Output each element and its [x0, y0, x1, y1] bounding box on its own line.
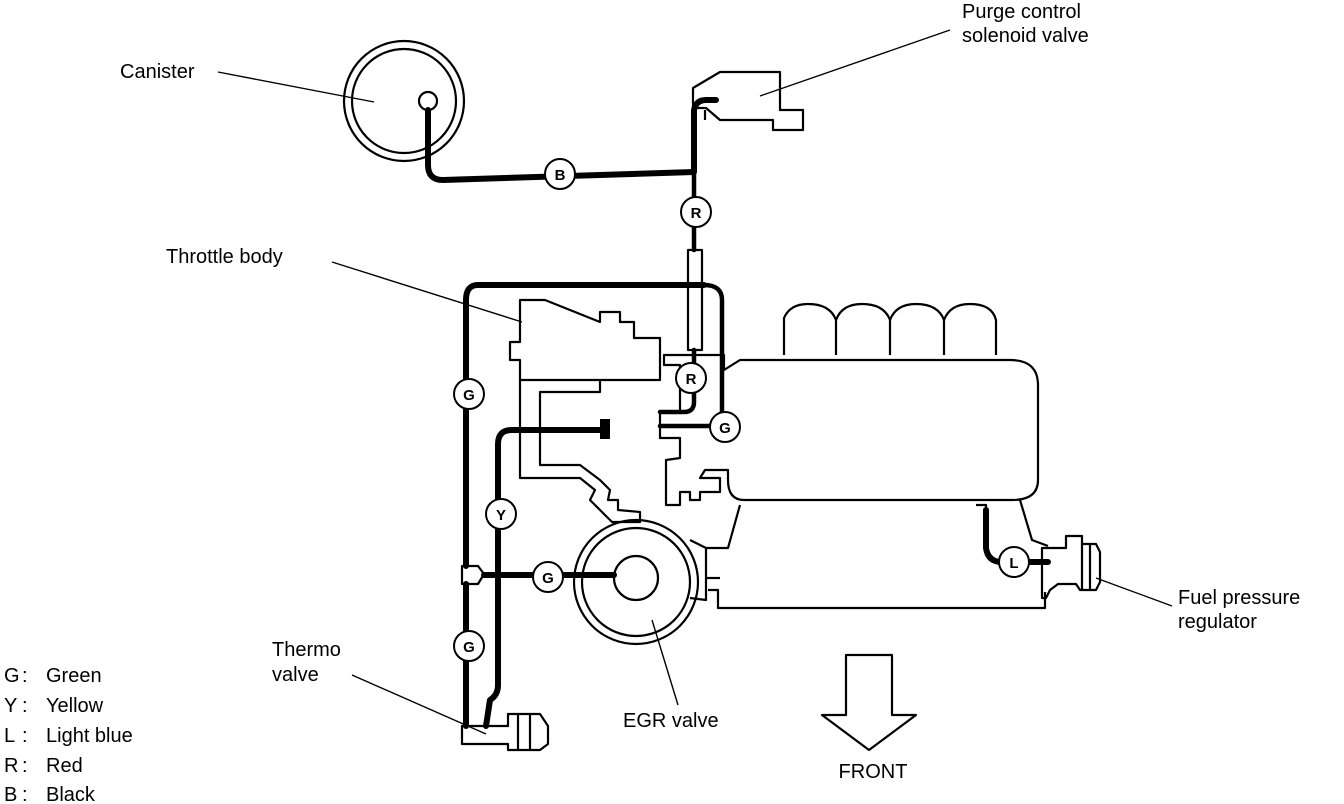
svg-text:B: B — [555, 167, 566, 184]
label-thermo-valve-line2: valve — [272, 664, 319, 686]
label-purge-control-line2: solenoid valve — [962, 25, 1089, 47]
legend-item-yellow: Y : Yellow — [4, 695, 104, 717]
svg-text::: : — [22, 725, 28, 747]
label-fuel-pressure-line2: regulator — [1178, 611, 1257, 633]
hose-tag-light-blue: L — [998, 546, 1030, 578]
svg-text:L: L — [4, 725, 15, 747]
throttle-body — [508, 298, 662, 524]
svg-text:R: R — [686, 371, 697, 388]
svg-text::: : — [22, 665, 28, 687]
svg-text::: : — [22, 755, 28, 777]
svg-text:Light blue: Light blue — [46, 725, 133, 747]
legend-item-light-blue: L : Light blue — [4, 725, 133, 747]
svg-text::: : — [22, 695, 28, 717]
svg-text:Yellow: Yellow — [46, 695, 104, 717]
svg-text:G: G — [4, 665, 20, 687]
thermo-valve — [460, 712, 550, 752]
svg-text:G: G — [463, 387, 475, 404]
fuel-pressure-regulator — [1040, 534, 1102, 600]
label-thermo-valve-line1: Thermo — [272, 639, 341, 661]
svg-text:Green: Green — [46, 665, 102, 687]
svg-text:Y: Y — [496, 507, 506, 524]
front-arrow-icon — [820, 653, 918, 752]
svg-text::: : — [22, 784, 28, 804]
hose-tag-black: B — [544, 158, 576, 190]
hose-tag-red-lower: R — [675, 362, 707, 394]
hose-tag-green-throttle: G — [709, 411, 741, 443]
hose-yellow — [483, 427, 603, 729]
leader-lines — [217, 29, 1173, 735]
svg-text:Black: Black — [46, 784, 96, 804]
svg-text:Y: Y — [4, 695, 17, 717]
label-canister: Canister — [120, 61, 195, 83]
egr-valve — [572, 518, 720, 646]
color-legend: G : Green Y : Yellow L : Light blue R : … — [4, 665, 133, 804]
svg-text:G: G — [719, 420, 731, 437]
svg-text:L: L — [1009, 555, 1018, 572]
legend-item-red: R : Red — [4, 755, 83, 777]
label-egr-valve: EGR valve — [623, 710, 719, 732]
tee-connector — [460, 564, 486, 586]
svg-text:B: B — [4, 784, 17, 804]
label-fuel-pressure-line1: Fuel pressure — [1178, 587, 1300, 609]
hose-tag-yellow: Y — [485, 498, 517, 530]
label-purge-control-line1: Purge control — [962, 1, 1081, 23]
hose-tag-green-left: G — [453, 378, 485, 410]
svg-text:R: R — [4, 755, 18, 777]
svg-text:G: G — [542, 570, 554, 587]
svg-text:Red: Red — [46, 755, 83, 777]
legend-item-green: G : Green — [4, 665, 102, 687]
throttle-port-plug — [600, 419, 610, 439]
hose-tag-green-thermo: G — [453, 630, 485, 662]
label-front: FRONT — [839, 761, 908, 783]
legend-item-black: B : Black — [4, 784, 96, 804]
svg-text:G: G — [463, 639, 475, 656]
svg-text:R: R — [691, 205, 702, 222]
canister — [342, 39, 466, 163]
hose-tag-green-egr: G — [532, 561, 564, 593]
intake-manifold — [658, 302, 1049, 610]
label-throttle-body: Throttle body — [166, 246, 283, 268]
red-hose-connector — [686, 248, 704, 352]
hose-tag-red-upper: R — [680, 196, 712, 228]
hose-green-throttle — [463, 282, 707, 569]
hose-red-lower — [657, 347, 697, 415]
